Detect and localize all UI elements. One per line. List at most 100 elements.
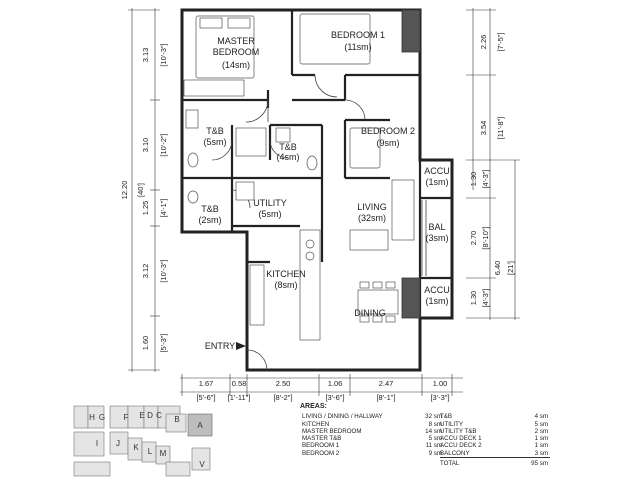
room-accu2-name: ACCU [424,285,450,295]
areas-left-value: 14 sm [425,427,442,435]
room-bedroom2-area: (9sm) [377,138,400,148]
left-dimensions: 3.13 [10'-3"] 3.10 [10'-2"] 1.25 [4'-1"]… [120,43,168,352]
areas-left-name: BEDROOM 1 [302,442,340,450]
areas-rule-row [300,457,600,460]
room-utility-name: UTILITY [253,198,287,208]
areas-right-value: 5 sm [534,420,548,428]
room-tb2-name: T&B [279,142,297,152]
dim-left-4-ft: [10'-3"] [159,259,168,282]
room-accu2-area: (1sm) [426,296,449,306]
areas-total-rule [440,457,550,459]
dim-bottom-3-ft: [8'-2"] [273,393,292,402]
areas-right-name: BALCONY [440,449,470,457]
room-master-line2: BEDROOM [213,47,260,57]
areas-left-name: MASTER BEDROOM [302,427,362,435]
dim-right2-1-ft: [4'-3"] [481,169,490,188]
areas-title: AREAS: [300,403,327,410]
dim-right-1-ft: [7'-5"] [496,32,505,51]
areas-left-name: BEDROOM 2 [302,449,340,457]
room-tb3-area: (2sm) [199,215,222,225]
room-kitchen-name: KITCHEN [266,269,306,279]
areas-left-name: KITCHEN [302,420,330,428]
areas-total-row: TOTAL 95 sm [300,460,600,467]
areas-left-value: 11 sm [425,442,442,450]
room-kitchen-area: (8sm) [275,280,298,290]
dim-bottom-4-ft: [3'-6"] [325,393,344,402]
dim-left-1-ft: [10'-3"] [159,43,168,66]
dim-left-5-m: 1.60 [141,336,150,351]
room-dining-name: DINING [354,308,386,318]
room-accu1-name: ACCU [424,166,450,176]
room-master-area: (14sm) [222,60,250,70]
key-plan-label-d: D [147,411,153,420]
room-living-name: LIVING [357,202,387,212]
dim-bottom-1-m: 1.67 [199,379,214,388]
room-tb2-area: (4sm) [277,152,300,162]
dim-right-total-ft: [21'] [506,261,515,275]
areas-right-name: T&B [440,413,453,421]
key-plan-label-l: L [148,447,153,456]
areas-right-value: 4 sm [534,413,548,421]
dim-right2-3-m: 1.30 [469,291,478,306]
room-bedroom1-name: BEDROOM 1 [331,30,385,40]
room-living-area: (32sm) [358,213,386,223]
areas-left-value: 5 sm [428,435,442,443]
areas-right-name: UTILITY T&B [440,427,477,435]
room-tb3-name: T&B [201,204,219,214]
dim-right2-2-ft: [8'-10"] [481,226,490,249]
dim-bottom-2-m: 0.58 [232,379,247,388]
dim-bottom-5-ft: [8'-1"] [376,393,395,402]
dim-left-3-ft: [4'-1"] [159,198,168,217]
key-plan-label-i: I [96,439,98,448]
areas-right-name: ACCU DECK 2 [440,442,482,450]
dim-left-4-m: 3.12 [141,264,150,279]
bottom-dimensions: 1.67 [5'-6"] 0.58 [1'-11"] 2.50 [8'-2"] … [196,379,449,402]
key-plan-label-m: M [160,449,167,458]
dim-bottom-3-m: 2.50 [276,379,291,388]
room-tb1-area: (5sm) [204,137,227,147]
key-plan-label-j: J [116,439,120,448]
plan-fixtures [183,13,415,350]
dim-left-2-ft: [10'-2"] [159,133,168,156]
key-plan-label-v: V [199,460,205,469]
key-plan-label-f: F [124,413,129,422]
room-utility-area: (5sm) [259,209,282,219]
areas-left-name: LIVING / DINING / HALLWAY [302,413,383,421]
key-plan-label-b: B [174,415,179,424]
dim-bottom-1-ft: [5'-6"] [196,393,215,402]
key-plan-label-g: G [99,413,105,422]
dim-left-5-ft: [5'-3"] [159,333,168,352]
areas-right-value: 2 sm [534,427,548,435]
key-plan-label-a: A [197,421,203,430]
dim-left-1-m: 3.13 [141,48,150,63]
dim-right2-1-m: 1.30 [469,172,478,187]
dim-bottom-6-m: 1.00 [433,379,448,388]
dim-bottom-6-ft: [3'-3"] [430,393,449,402]
dim-right-2-ft: [11'-8"] [496,117,505,140]
areas-right-name: ACCU DECK 1 [440,435,482,443]
dim-right2-2-m: 2.70 [469,231,478,246]
areas-total-value: 95 sm [531,460,548,468]
room-master-line1: MASTER [217,36,255,46]
dim-right-2-m: 3.54 [479,121,488,136]
key-plan-label-e: E [139,411,144,420]
dim-bottom-4-m: 1.06 [328,379,343,388]
room-accu1-area: (1sm) [426,177,449,187]
dim-bottom-5-m: 2.47 [379,379,394,388]
room-balcony-name: BAL [428,222,445,232]
key-plan-label-h: H [89,413,95,422]
dim-right-total-m: 6.40 [493,261,502,276]
dim-right2-3-ft: [4'-3"] [481,288,490,307]
dim-right-1-m: 2.26 [479,35,488,50]
areas-right-value: 1 sm [534,435,548,443]
plan-walls [180,8,454,372]
